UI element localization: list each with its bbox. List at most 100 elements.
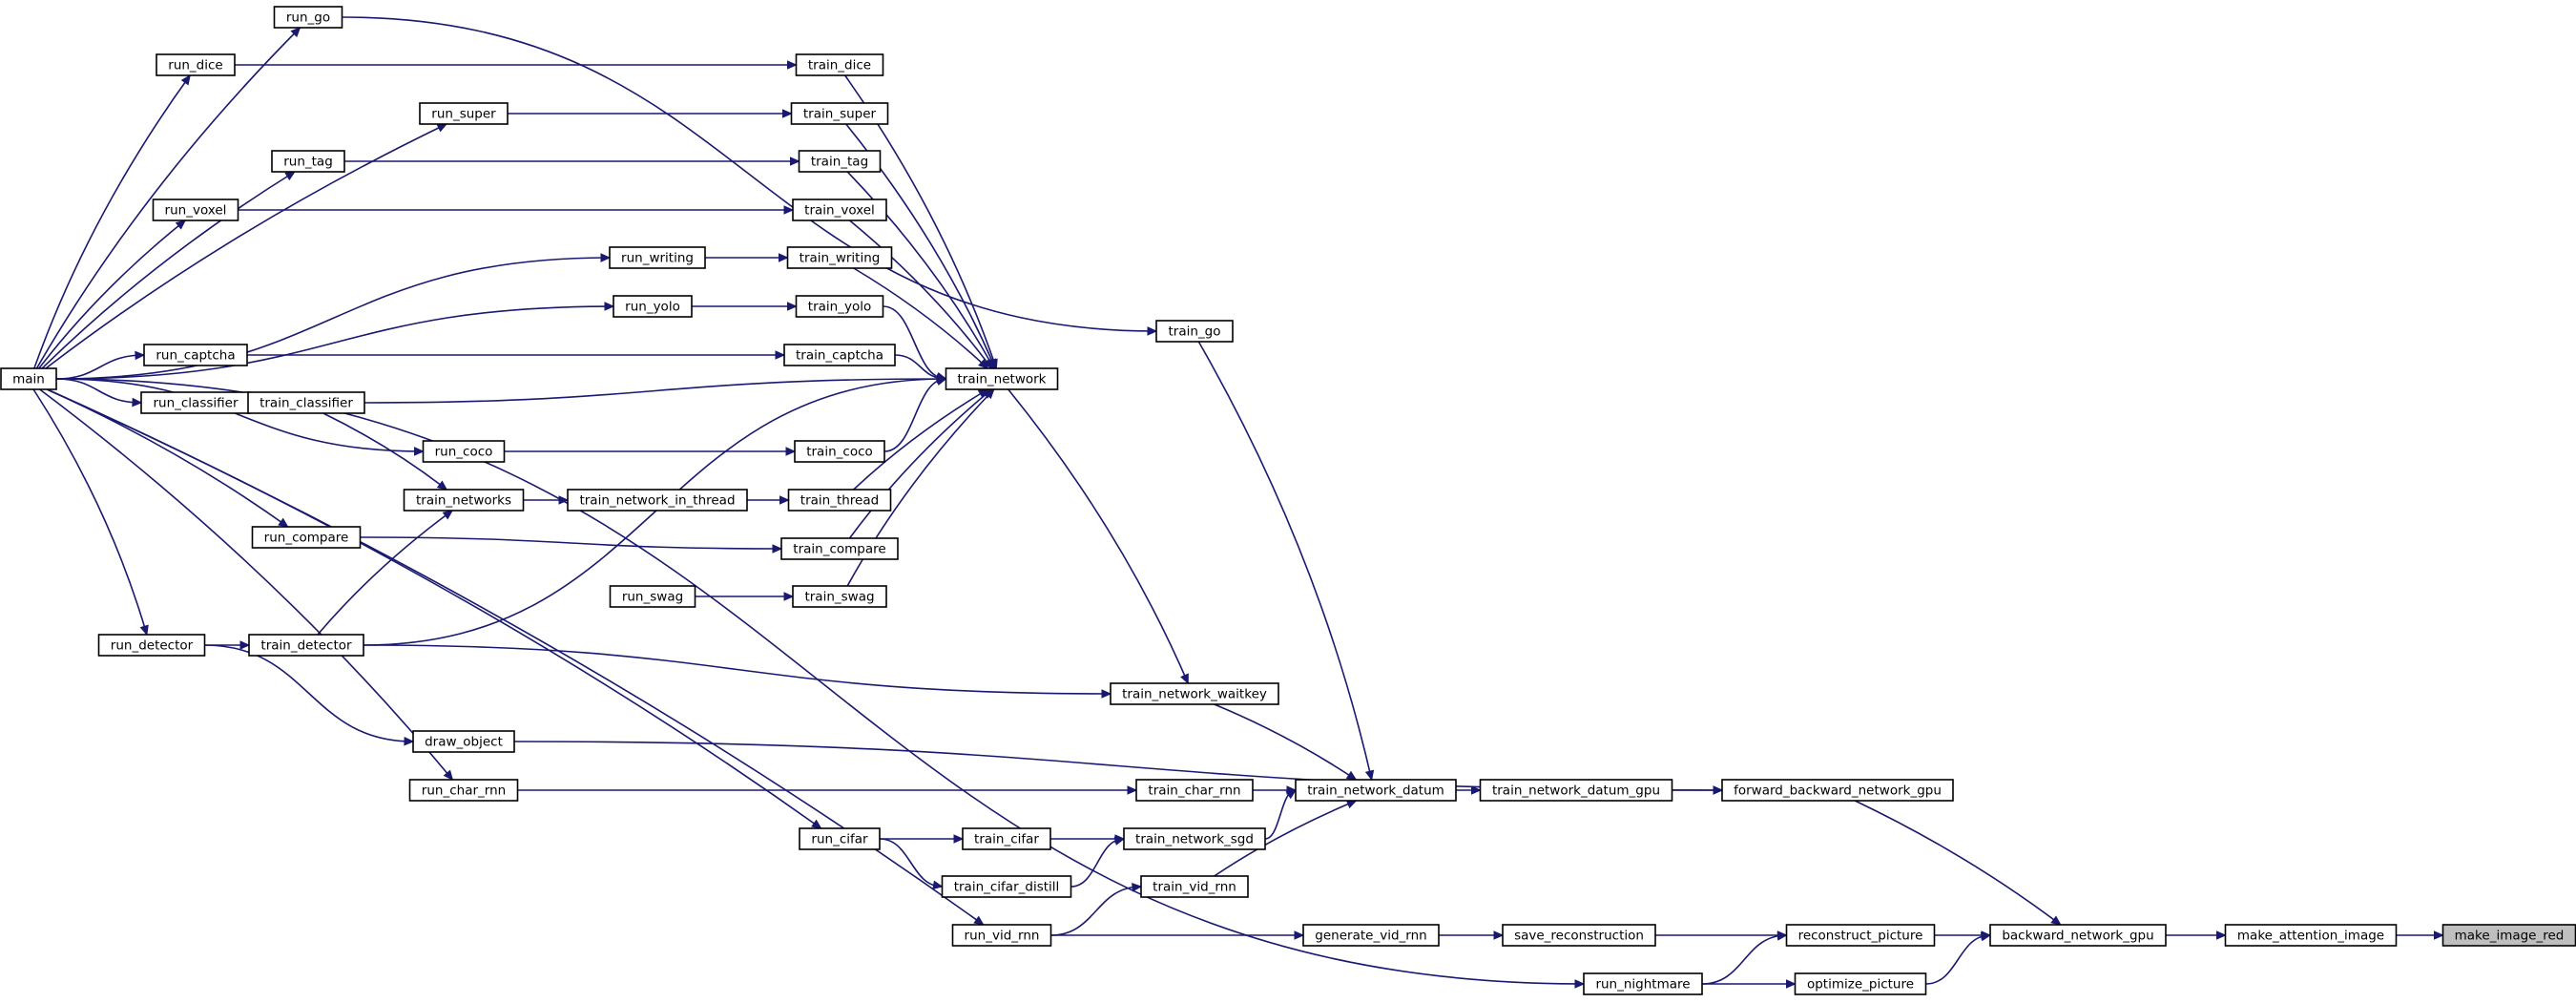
- node-train-writing[interactable]: train_writing: [786, 246, 893, 269]
- node-run-classifier[interactable]: run_classifier: [140, 391, 251, 414]
- arrowhead: [2434, 930, 2444, 940]
- arrowhead: [2216, 930, 2227, 940]
- edge-main-to-run_dice: [33, 73, 191, 369]
- arrowhead: [135, 350, 146, 361]
- node-box: [787, 489, 892, 512]
- node-train-captcha[interactable]: train_captcha: [783, 344, 896, 366]
- node-run-super[interactable]: run_super: [419, 102, 509, 125]
- node-box: [792, 199, 887, 221]
- node-train-compare[interactable]: train_compare: [780, 537, 899, 560]
- edge-line: [55, 257, 611, 380]
- node-backward-network-gpu[interactable]: backward_network_gpu: [1989, 924, 2167, 947]
- node-train-thread[interactable]: train_thread: [787, 489, 892, 512]
- node-label: train_voxel: [804, 203, 875, 219]
- node-train-network-datum[interactable]: train_network_datum: [1295, 779, 1457, 802]
- node-train-coco[interactable]: train_coco: [794, 440, 885, 463]
- node-run-yolo[interactable]: run_yolo: [613, 295, 693, 318]
- node-run-compare[interactable]: run_compare: [251, 526, 362, 549]
- edge-line: [360, 536, 782, 550]
- node-run-writing[interactable]: run_writing: [609, 246, 706, 269]
- node-box: [408, 779, 519, 802]
- edge-train_network_datum-to-train_network_datum_gpu: [1456, 785, 1482, 795]
- node-run-cifar[interactable]: run_cifar: [799, 827, 881, 850]
- edge-line: [322, 412, 447, 491]
- node-label: run_writing: [621, 251, 694, 266]
- node-run-coco[interactable]: run_coco: [422, 440, 506, 463]
- node-make-image-red[interactable]: make_image_red: [2441, 924, 2576, 947]
- node-train-networks[interactable]: train_networks: [403, 489, 525, 512]
- edge-train_detector-to-train_networks: [317, 510, 454, 636]
- node-box: [412, 730, 515, 753]
- node-train-voxel[interactable]: train_voxel: [792, 199, 887, 221]
- node-train-swag[interactable]: train_swag: [792, 585, 887, 608]
- node-box: [1140, 875, 1249, 898]
- node-run-go[interactable]: run_go: [273, 6, 343, 29]
- edge-line: [363, 644, 1111, 695]
- node-train-network-waitkey[interactable]: train_network_waitkey: [1110, 682, 1279, 705]
- edge-train_network_in_thread-to-train_thread: [747, 495, 790, 505]
- node-train-yolo[interactable]: train_yolo: [795, 295, 884, 318]
- edge-main-to-run_captcha: [55, 350, 146, 380]
- arrowhead: [1713, 785, 1724, 795]
- node-generate-vid-rnn[interactable]: generate_vid_rnn: [1302, 924, 1440, 947]
- edge-run_char_rnn-to-train_char_rnn: [517, 785, 1138, 795]
- node-box: [248, 634, 364, 657]
- edge-line: [1214, 800, 1357, 877]
- node-train-detector[interactable]: train_detector: [248, 634, 364, 657]
- node-train-network-sgd[interactable]: train_network_sgd: [1123, 827, 1266, 850]
- node-main[interactable]: main: [0, 367, 57, 390]
- node-save-reconstruction[interactable]: save_reconstruction: [1502, 924, 1656, 947]
- node-run-nightmare[interactable]: run_nightmare: [1583, 972, 1703, 995]
- node-run-char-rnn[interactable]: run_char_rnn: [408, 779, 519, 802]
- node-train-vid-rnn[interactable]: train_vid_rnn: [1140, 875, 1249, 898]
- node-train-dice[interactable]: train_dice: [795, 53, 884, 76]
- node-box: [247, 391, 365, 414]
- node-train-go[interactable]: train_go: [1155, 320, 1234, 343]
- node-train-network-in-thread[interactable]: train_network_in_thread: [567, 489, 748, 512]
- edge-forward_backward_network_gpu-to-backward_network_gpu: [1854, 800, 2062, 926]
- node-train-super[interactable]: train_super: [790, 102, 889, 125]
- arrowhead: [982, 358, 993, 369]
- node-run-swag[interactable]: run_swag: [609, 585, 696, 608]
- node-run-captcha[interactable]: run_captcha: [143, 344, 248, 366]
- edge-line: [317, 510, 453, 636]
- node-draw-object[interactable]: draw_object: [412, 730, 515, 753]
- edge-train_network_waitkey-to-train_network_datum: [1214, 703, 1358, 781]
- node-train-char-rnn[interactable]: train_char_rnn: [1135, 779, 1254, 802]
- edge-run_voxel-to-train_voxel: [238, 205, 795, 215]
- node-box: [422, 440, 506, 463]
- arrowhead: [936, 374, 947, 384]
- node-label: run_super: [431, 107, 496, 122]
- node-train-cifar[interactable]: train_cifar: [962, 827, 1051, 850]
- node-train-classifier[interactable]: train_classifier: [247, 391, 365, 414]
- arrowhead: [1345, 800, 1358, 809]
- node-box: [1295, 779, 1457, 802]
- node-label: run_classifier: [153, 396, 238, 411]
- node-train-network[interactable]: train_network: [945, 367, 1059, 390]
- node-run-detector[interactable]: run_detector: [97, 634, 206, 657]
- edge-run_cifar-to-train_cifar_distill: [879, 838, 944, 890]
- node-optimize-picture[interactable]: optimize_picture: [1794, 972, 1927, 995]
- node-box: [613, 295, 693, 318]
- node-train-network-datum-gpu[interactable]: train_network_datum_gpu: [1479, 779, 1673, 802]
- node-make-attention-image[interactable]: make_attention_image: [2224, 924, 2398, 947]
- arrowhead: [1980, 931, 1992, 942]
- node-run-vid-rnn[interactable]: run_vid_rnn: [951, 924, 1052, 947]
- node-run-tag[interactable]: run_tag: [271, 150, 345, 173]
- edge-line: [39, 388, 453, 781]
- edge-train_networks-to-train_network_in_thread: [523, 495, 570, 505]
- node-label: train_char_rnn: [1148, 784, 1240, 799]
- edge-line: [55, 305, 614, 380]
- node-reconstruct-picture[interactable]: reconstruct_picture: [1785, 924, 1936, 947]
- edge-main-to-run_yolo: [55, 302, 615, 380]
- node-run-voxel[interactable]: run_voxel: [152, 199, 239, 221]
- node-run-dice[interactable]: run_dice: [156, 53, 236, 76]
- node-train-tag[interactable]: train_tag: [798, 150, 882, 173]
- edge-line: [342, 16, 1157, 332]
- node-label: run_captcha: [156, 348, 235, 364]
- node-forward-backward-network-gpu[interactable]: forward_backward_network_gpu: [1721, 779, 1954, 802]
- node-train-cifar-distill[interactable]: train_cifar_distill: [941, 875, 1072, 898]
- edge-main-to-run_nightmare: [55, 378, 1586, 989]
- node-box: [1110, 682, 1279, 705]
- edge-line: [364, 378, 946, 404]
